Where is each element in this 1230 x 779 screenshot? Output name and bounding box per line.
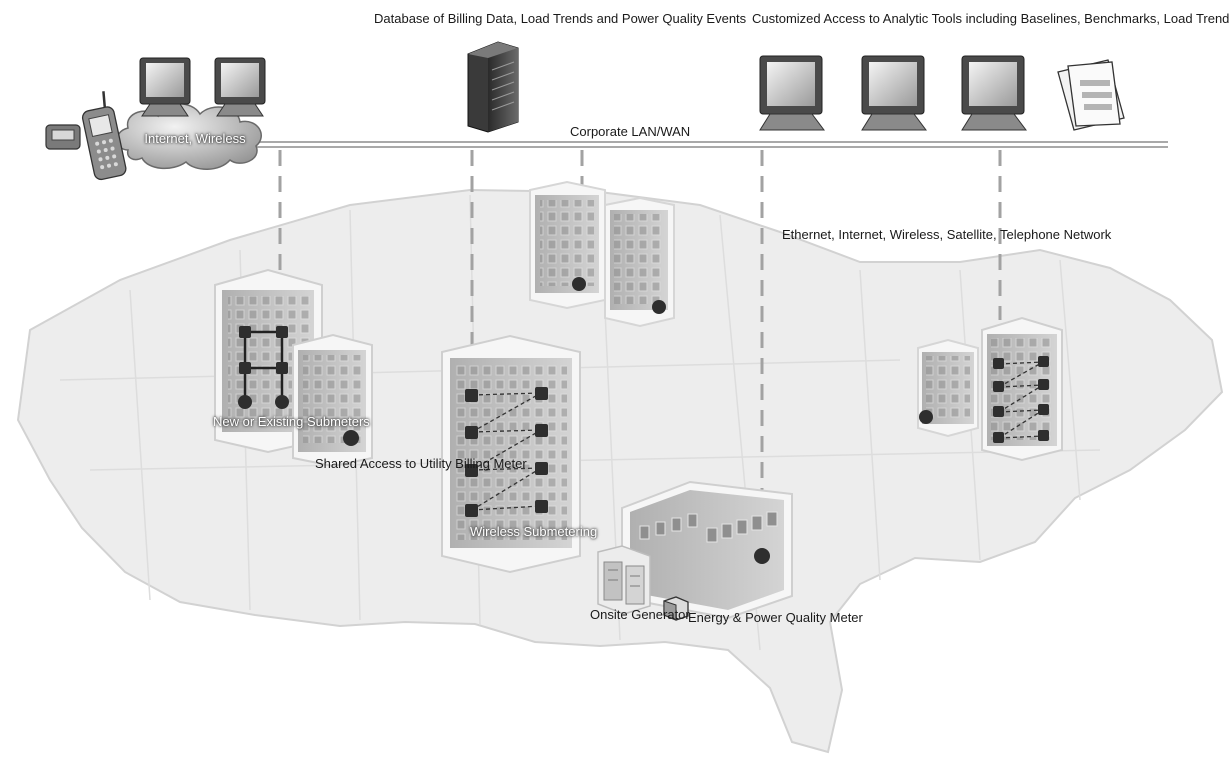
network-types-line3: Telephone Network [1000, 227, 1112, 242]
building-icon [621, 480, 793, 620]
generator-icon [597, 545, 651, 615]
submeters-label: New or Existing Submeters [213, 414, 370, 430]
network-types-line1: Ethernet, Internet, [782, 227, 887, 242]
meter-icon [754, 548, 770, 564]
monitor-icon [861, 55, 927, 131]
meter-icon [663, 596, 689, 621]
pq-meter-label: Energy & Power Quality Meter [688, 610, 863, 626]
building-icon [292, 333, 373, 468]
documents-icon [1057, 59, 1125, 131]
shared-access-line2: Utility Billing Meter [419, 456, 527, 471]
monitor-icon [139, 57, 191, 117]
building-icon [529, 180, 606, 310]
wireless-links-right [998, 361, 1044, 439]
meter-icon [572, 277, 666, 314]
server-icon [467, 41, 519, 133]
analytics-label: Customized Access to Analytic Tools incl… [752, 11, 1230, 27]
shared-access-line1: Shared Access to [315, 456, 417, 471]
wireless-submetering-label: Wireless Submetering [470, 524, 597, 540]
corporate-lan-line [205, 141, 1168, 148]
onsite-generator-line1: Onsite [590, 607, 628, 622]
pq-meter-line1: Energy & Power [688, 610, 782, 625]
network-drops [278, 150, 1002, 520]
onsite-generator-label: Onsite Generator [590, 607, 690, 623]
wireless-links [471, 392, 542, 511]
building-icon [604, 196, 675, 328]
wireless-submetering-line1: Wireless [470, 524, 520, 539]
internet-wireless-label: Internet, Wireless [144, 131, 246, 146]
shared-access-label: Shared Access to Utility Billing Meter [315, 456, 527, 472]
monitor-icon [961, 55, 1027, 131]
database-label: Database of Billing Data, Load Trends an… [374, 11, 746, 27]
meter-icon [919, 356, 1049, 443]
cloud-icon [116, 103, 262, 170]
onsite-generator-line2: Generator [631, 607, 690, 622]
submeters-label-line1: New or Existing [213, 414, 304, 429]
network-types-label: Ethernet, Internet, Wireless, Satellite,… [782, 227, 1111, 243]
pager-icon [45, 124, 81, 150]
analytics-label-line2: Baselines, Benchmarks, Load Trending, Po… [1020, 11, 1230, 26]
monitor-icon [214, 57, 266, 117]
cell-phone-icon [81, 91, 127, 181]
submeters-label-line2: Submeters [306, 414, 370, 429]
network-types-line2: Wireless, Satellite, [889, 227, 997, 242]
database-label-line2: and Power Quality Events [596, 11, 747, 26]
corporate-lan-label: Corporate LAN/WAN [570, 124, 691, 139]
database-label-line1: Database of Billing Data, Load Trends [374, 11, 593, 26]
analytics-label-line1: Customized Access to Analytic Tools incl… [752, 11, 1017, 26]
wireless-submetering-line2: Submetering [523, 524, 598, 539]
pq-meter-line2: Quality Meter [785, 610, 863, 625]
meter-icon [238, 326, 359, 446]
monitor-icon [759, 55, 825, 131]
meter-icon [465, 387, 548, 517]
